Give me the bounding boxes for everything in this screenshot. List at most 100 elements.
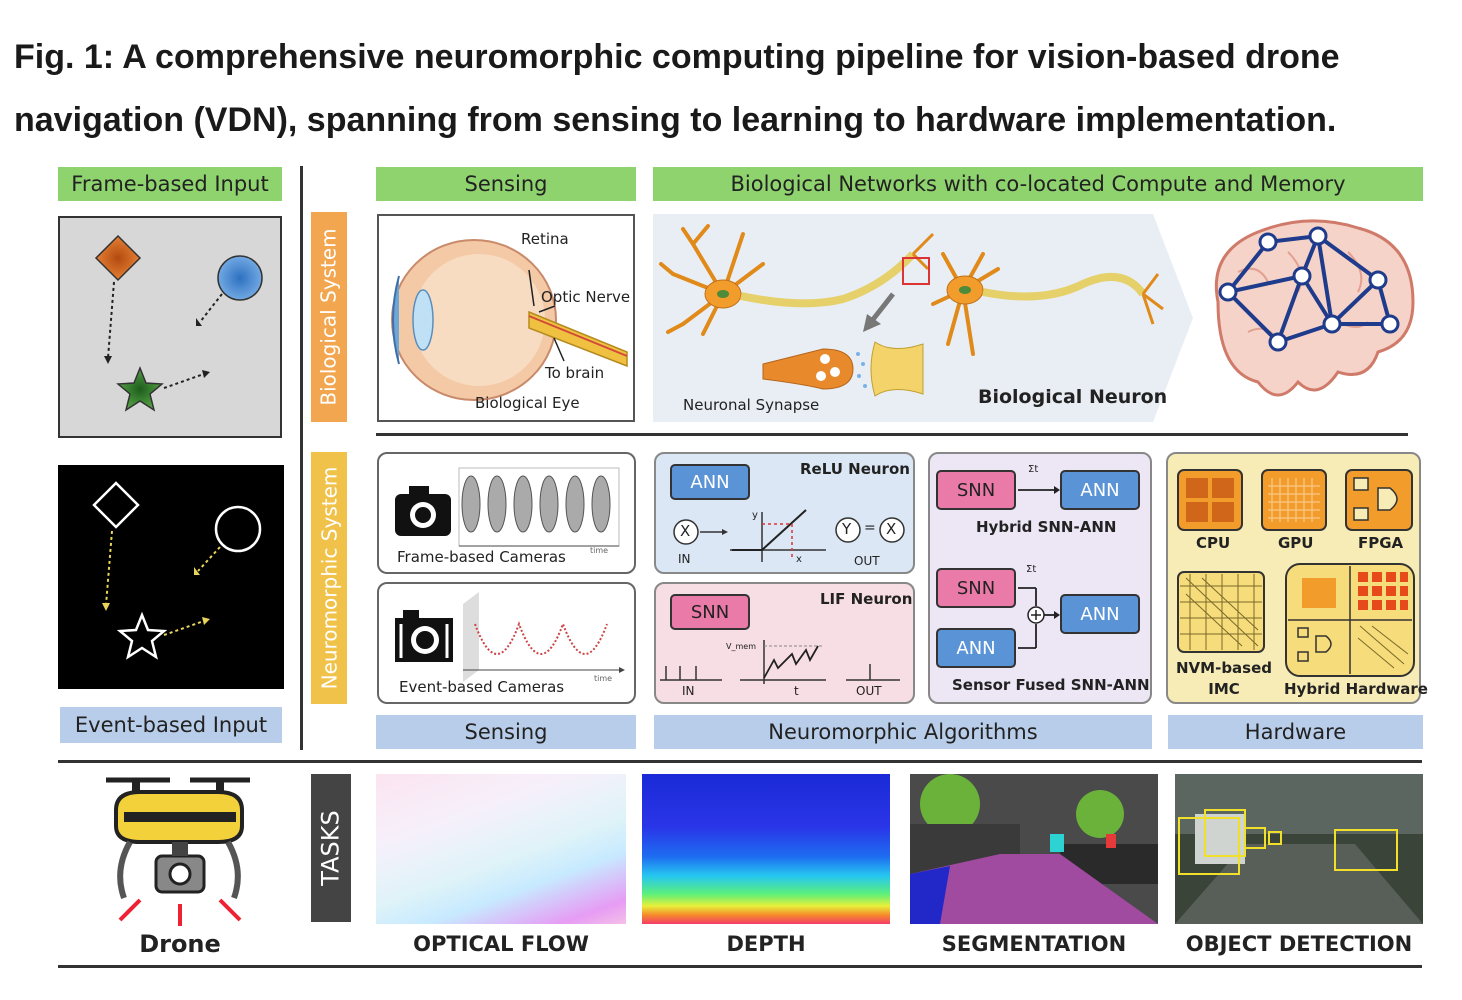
neuromorphic-system-label: Neuromorphic System [317,466,342,690]
bio-networks-banner: Biological Networks with co-located Comp… [653,167,1423,201]
neuromorphic-system-bar: Neuromorphic System [311,452,347,704]
object-detection-image [1175,774,1423,924]
tasks-top-divider [58,760,1422,763]
relu-axis-y-label: y [752,510,758,521]
depth-label: DEPTH [726,932,806,956]
event-input-panel [58,465,284,689]
fused-ann-in-chip: ANN [936,628,1016,668]
gpu-label: GPU [1278,534,1314,552]
relu-eq-label: = [864,520,876,536]
event-time-label: time [594,674,613,683]
relu-title: ReLU Neuron [800,460,910,478]
lif-vmem-label: V_mem [726,642,756,651]
optical-flow-label: OPTICAL FLOW [413,932,589,956]
relu-x-out-label: X [886,520,897,538]
lif-title: LIF Neuron [820,590,913,608]
lif-out-label: OUT [856,684,882,698]
frame-shapes-graphic [94,234,263,412]
lif-panel: SNN LIF Neuron V_mem IN t OUT [654,582,915,704]
lif-t-label: t [794,684,799,698]
frame-time-label: time [590,546,609,555]
biological-neuron-label: Biological Neuron [978,386,1168,408]
hybrid-snn-chip: SNN [936,470,1016,510]
event-shapes-graphic [92,481,262,660]
relu-out-label: OUT [854,554,880,568]
fused-snn-chip: SNN [936,568,1016,608]
drone-icon [106,777,250,926]
cpu-label: CPU [1196,534,1231,552]
relu-y-label: Y [842,520,852,538]
event-cameras-label: Event-based Cameras [399,678,565,696]
tasks-label: TASKS [317,810,346,886]
tasks-bottom-divider [58,965,1422,968]
hybrid-title: Hybrid SNN-ANN [976,518,1117,536]
biological-system-label: Biological System [317,228,341,406]
vertical-divider [300,166,303,750]
hardware-graphic [1177,469,1415,677]
neuron-graphic [653,214,1193,422]
drone-label: Drone [139,930,221,958]
lif-in-label: IN [682,684,695,698]
fused-sigma-label: Σt [1026,564,1037,575]
hybrid-ann-chip: ANN [1060,470,1140,510]
biological-system-bar: Biological System [311,212,347,422]
hardware-banner: Hardware [1168,715,1423,749]
segmentation-label: SEGMENTATION [941,932,1127,956]
relu-x-in-label: X [680,522,691,540]
segmentation-image [910,774,1158,924]
relu-graphic [673,509,905,562]
drone-graphic-panel [100,770,260,930]
optic-nerve-label: Optic Nerve [541,288,631,306]
segmentation-graphic [910,774,1158,924]
diamond-shape [94,234,142,282]
circle-shape [217,255,263,301]
gpu-icon [1261,469,1327,531]
relu-panel: ANN ReLU Neuron X IN y x Y = X OUT [654,452,915,574]
frame-camera-graphic [395,467,620,547]
hybrid-hardware-label: Hybrid Hardware [1284,680,1428,698]
eye-graphic [391,239,628,401]
brain-graphic-panel [1198,212,1423,412]
mid-divider [376,433,1408,436]
event-input-banner: Event-based Input [60,707,282,743]
optical-flow-image [376,774,626,924]
object-detection-label: OBJECT DETECTION [1185,932,1413,956]
lif-snn-chip: SNN [670,594,750,630]
to-brain-label: To brain [545,364,605,382]
relu-ann-chip: ANN [670,464,750,500]
hybrid-sigma-label: Σt [1028,464,1039,475]
relu-in-label: IN [678,552,691,566]
relu-axis-x-label: x [796,554,802,565]
neuronal-synapse-label: Neuronal Synapse [683,396,820,414]
lif-graphic [660,640,900,684]
eye-panel: Retina Optic Nerve To brain Biological E… [377,214,635,422]
nvm-imc-label: NVM-based IMC [1176,659,1273,698]
frame-cameras-label: Frame-based Cameras [397,548,566,566]
figure-caption: Fig. 1: A comprehensive neuromorphic com… [14,38,1340,139]
fpga-label: FPGA [1358,534,1404,552]
hybrid-panel: SNN ANN Hybrid SNN-ANN SNN ANN ANN Σt Σt… [928,452,1152,704]
star-shape [116,365,164,412]
depth-image [642,774,890,924]
circle-outline-shape [214,505,262,553]
sensing-bottom-banner: Sensing [376,715,636,749]
neuron-panel: Neuronal Synapse Biological Neuron [653,214,1193,422]
algorithms-banner: Neuromorphic Algorithms [654,715,1152,749]
frame-input-panel [58,216,282,438]
sensing-top-banner: Sensing [376,167,636,201]
star-outline-shape [116,611,168,660]
biological-eye-label: Biological Eye [475,394,580,412]
frame-input-banner: Frame-based Input [58,167,282,201]
diamond-outline-shape [92,481,140,529]
event-camera-panel: Event-based Cameras time [377,582,636,704]
frame-camera-panel: Frame-based Cameras time [377,452,636,574]
fused-ann-out-chip: ANN [1060,594,1140,634]
hardware-panel: CPU GPU FPGA NVM-based IMC Hybrid Hardwa… [1166,452,1428,704]
hybrid-graphic [1018,486,1060,649]
retina-label: Retina [521,230,569,248]
event-camera-graphic [395,592,625,682]
brain-network-graphic [1214,219,1415,397]
tasks-bar: TASKS [311,774,351,922]
sensor-fused-title: Sensor Fused SNN-ANN [952,676,1150,694]
object-detection-graphic [1175,774,1423,924]
